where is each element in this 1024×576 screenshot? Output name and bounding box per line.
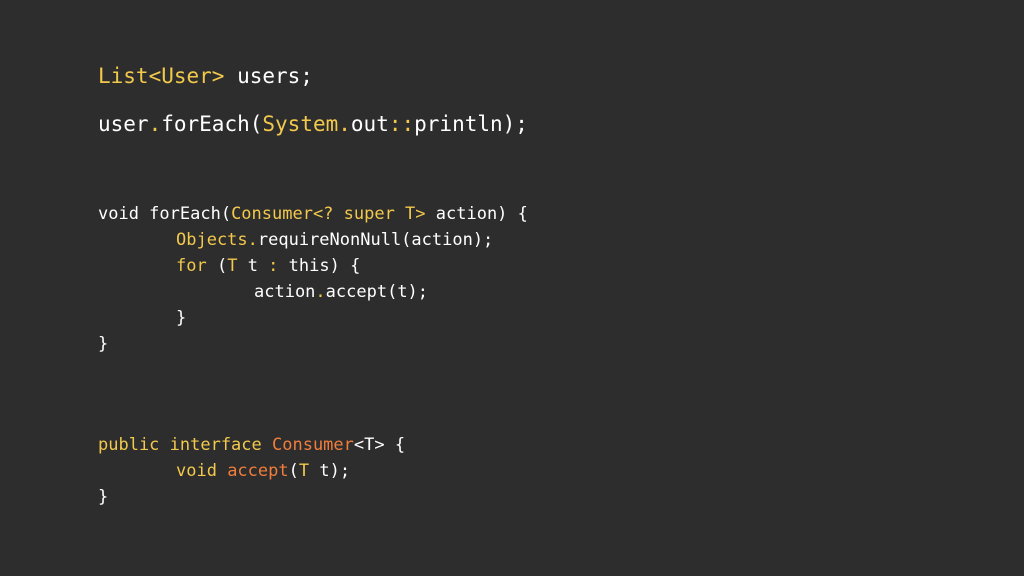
code-token: this) {	[278, 256, 361, 276]
code-token: forEach(	[161, 112, 263, 136]
code-line-foreach-call: user.forEach(System.out::println);	[98, 114, 528, 135]
code-line-close-interface: }	[98, 489, 108, 506]
code-token: accept(t);	[325, 282, 429, 302]
code-line-close-method: }	[98, 336, 108, 353]
code-line-interface-declaration: public interface Consumer<T> {	[98, 437, 405, 454]
code-token-type: List<User>	[98, 64, 225, 88]
code-line-accept-signature: void accept(T t);	[176, 463, 350, 480]
code-token: println);	[414, 112, 528, 136]
code-token-operator: ::	[388, 112, 415, 136]
code-token: (	[206, 256, 228, 276]
code-token-type: T	[227, 256, 238, 276]
code-token: <T> {	[353, 435, 406, 455]
code-token-method-name: accept	[227, 461, 289, 481]
code-token-keyword: void	[176, 461, 228, 481]
code-line-accept-call: action.accept(t);	[254, 284, 428, 301]
code-token: out	[350, 112, 389, 136]
code-token: (	[288, 461, 299, 481]
code-token-type: T	[298, 461, 310, 481]
code-token: action) {	[425, 204, 528, 224]
code-token-type: System.	[262, 112, 351, 136]
code-token-type: Objects.	[176, 230, 258, 250]
code-token: t);	[309, 461, 351, 481]
code-token: users;	[224, 64, 313, 88]
code-token-interface-name: Consumer	[272, 435, 354, 455]
code-token-brace: }	[98, 334, 109, 354]
code-token: t	[237, 256, 269, 276]
code-token: action	[254, 282, 316, 302]
code-line-foreach-signature: void forEach(Consumer<? super T> action)…	[98, 206, 528, 223]
code-token-dot: .	[315, 282, 326, 302]
code-token-keyword: public interface	[98, 435, 272, 455]
code-token-brace: }	[176, 308, 187, 328]
code-token: requireNonNull(action);	[257, 230, 494, 250]
code-token-operator: :	[268, 256, 279, 276]
code-token-brace: }	[98, 487, 109, 507]
code-line-for-loop: for (T t : this) {	[176, 258, 360, 275]
code-line-list-declaration: List<User> users;	[98, 66, 313, 87]
code-token-dot: .	[148, 112, 162, 136]
code-token-keyword: for	[176, 256, 207, 276]
code-token-type: Consumer<? super T>	[231, 204, 426, 224]
code-token: void forEach(	[98, 204, 232, 224]
code-token: user	[98, 112, 149, 136]
code-line-require-non-null: Objects.requireNonNull(action);	[176, 232, 493, 249]
code-line-close-for: }	[176, 310, 186, 327]
